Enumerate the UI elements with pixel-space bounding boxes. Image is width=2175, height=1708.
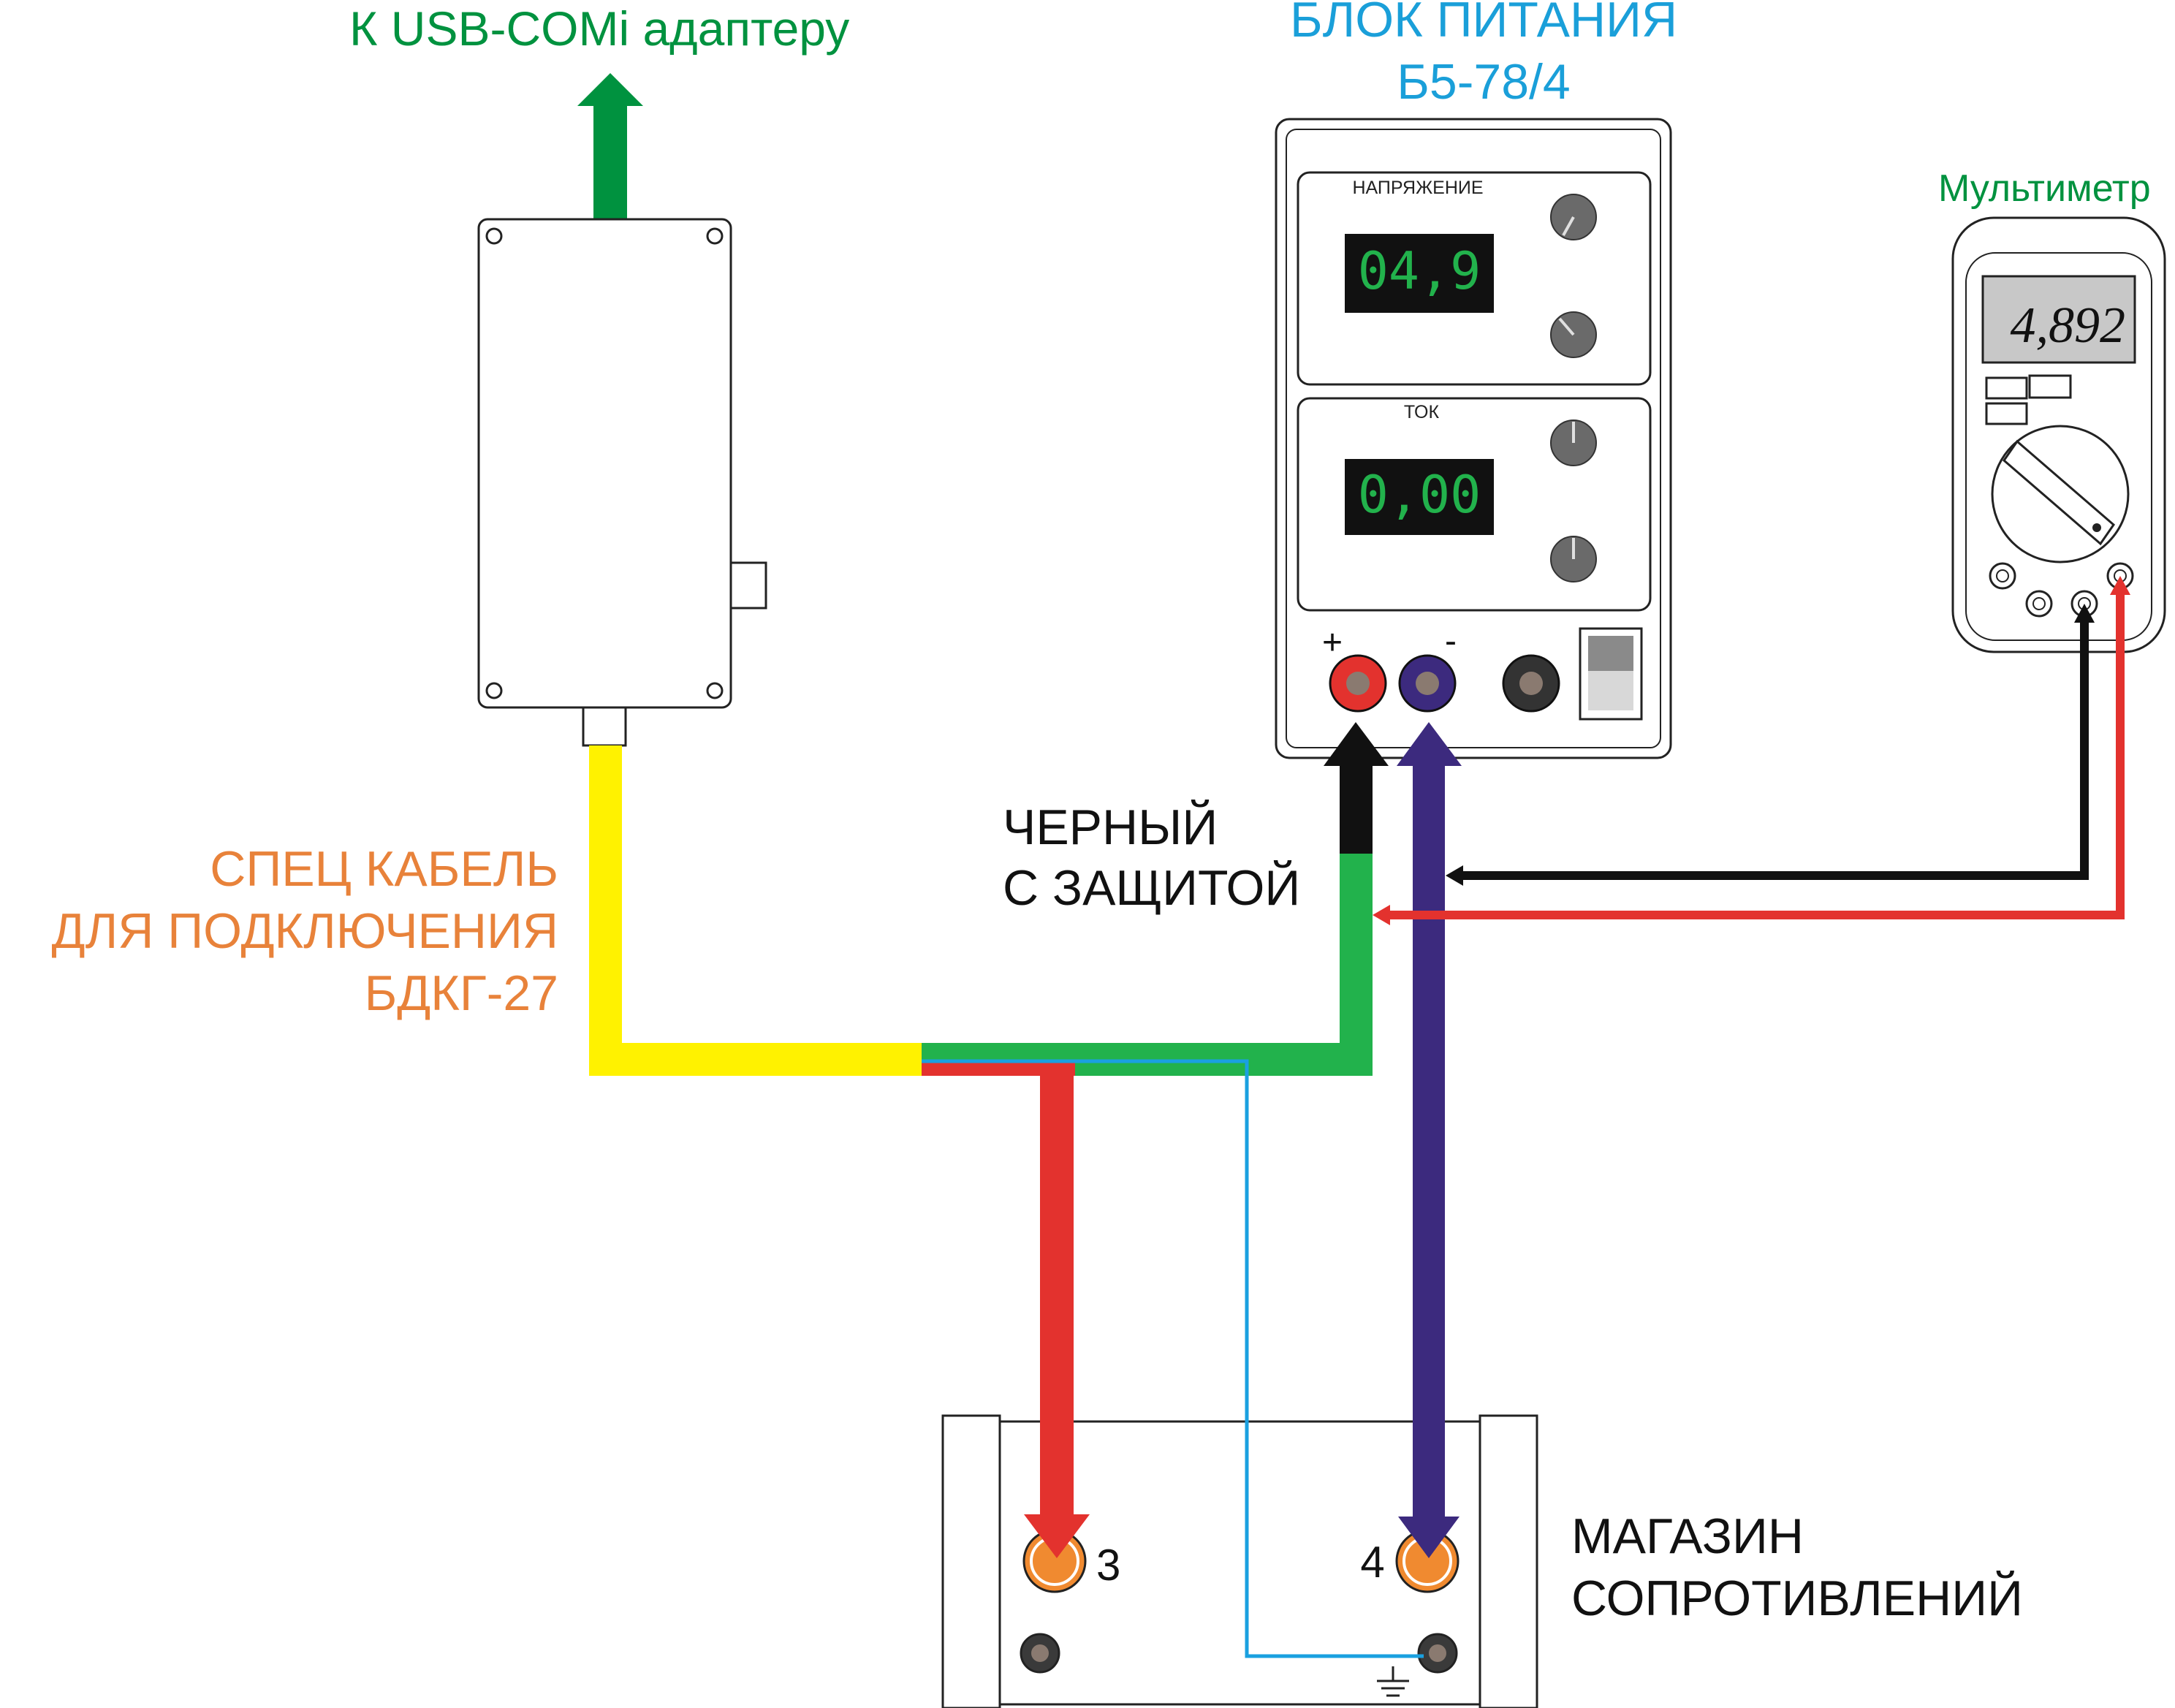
minus-label: - [1445, 622, 1457, 661]
terminal-3-label: 3 [1096, 1541, 1120, 1590]
multimeter-red-lead [1373, 576, 2130, 925]
voltage-display-value: 04,9 [1358, 241, 1481, 301]
blue-shield-wire [922, 1059, 1424, 1658]
resistance-box-label-line1: МАГАЗИН [1571, 1508, 1804, 1564]
multimeter-display [1981, 275, 2136, 364]
cable-label-line1: СПЕЦ КАБЕЛЬ [210, 841, 558, 897]
plus-label: + [1322, 623, 1343, 662]
multimeter: 4,892 [1951, 216, 2166, 653]
red-wire [1024, 1062, 1090, 1558]
detector-box [477, 218, 767, 747]
cable-label-line3: БДКГ-27 [365, 965, 558, 1021]
yellow-cable [589, 745, 922, 1076]
multimeter-button-3[interactable] [1985, 402, 2028, 425]
cable-label-line2: ДЛЯ ПОДКЛЮЧЕНИЯ [52, 903, 558, 959]
power-supply: НАПРЯЖЕНИЕ 04,9 ТОК 0,00 + - [1275, 118, 1672, 759]
usb-arrow [577, 73, 643, 219]
ground-symbol-icon [1377, 1666, 1409, 1697]
resistance-box: 3 4 [941, 1414, 1538, 1708]
detector-side-connector [729, 561, 767, 610]
voltage-label: НАПРЯЖЕНИЕ [1352, 178, 1483, 198]
detector-bottom-connector [582, 706, 627, 747]
psu-title-line1: БЛОК ПИТАНИЯ [1290, 0, 1677, 48]
black-wire-label-line2: С ЗАЩИТОЙ [1003, 859, 1300, 916]
current-display [1345, 459, 1494, 535]
purple-wire [1397, 722, 1462, 1558]
voltage-display [1345, 234, 1494, 313]
power-switch[interactable] [1579, 627, 1643, 721]
multimeter-black-lead [1446, 604, 2095, 886]
current-display-value: 0,00 [1358, 465, 1481, 525]
black-wire [1324, 722, 1389, 854]
multimeter-button-2[interactable] [2028, 374, 2072, 399]
multimeter-label: Мультиметр [1938, 167, 2151, 210]
terminal-4-label: 4 [1360, 1538, 1384, 1587]
psu-title-line2: Б5-78/4 [1397, 54, 1570, 110]
black-wire-label-line1: ЧЕРНЫЙ [1003, 799, 1218, 855]
usb-adapter-label: К USB-COMi адаптеру [349, 1, 849, 56]
multimeter-button-1[interactable] [1985, 376, 2028, 400]
multimeter-jack-1[interactable] [1989, 562, 2016, 590]
red-wire-junction [922, 1062, 1075, 1076]
current-label: ТОК [1404, 402, 1440, 422]
multimeter-jack-2[interactable] [2025, 590, 2053, 618]
multimeter-display-value: 4,892 [2011, 297, 2126, 354]
multimeter-rotary-dial[interactable] [1991, 425, 2130, 563]
resistance-box-label-line2: СОПРОТИВЛЕНИЙ [1571, 1570, 2023, 1626]
